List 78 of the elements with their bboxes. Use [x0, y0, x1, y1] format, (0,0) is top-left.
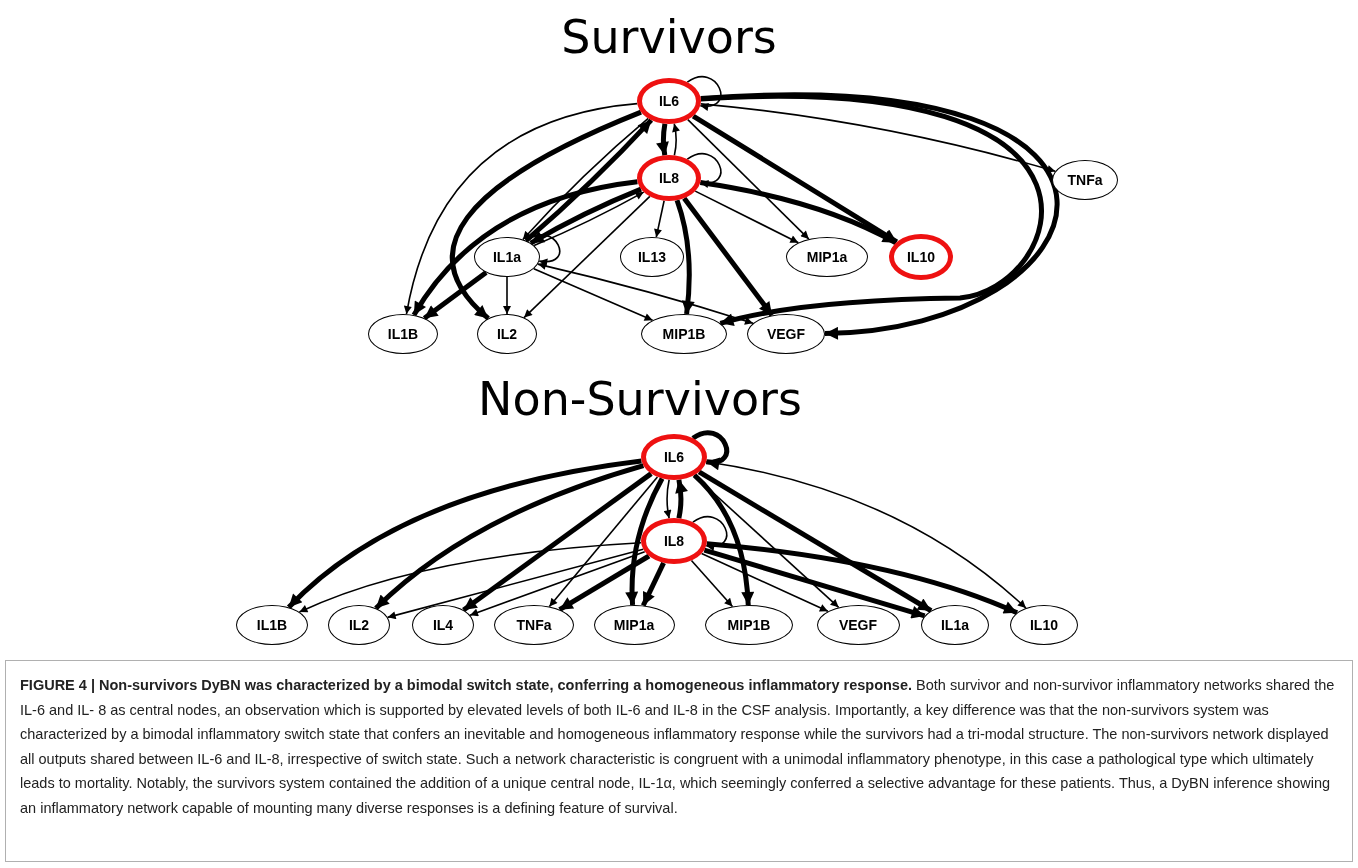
node-label: IL8: [658, 171, 680, 185]
node-label: IL2: [496, 327, 518, 341]
figure-caption: FIGURE 4 | Non-survivors DyBN was characterized by a bimodal switch state, conferring a homogeneous inflammatory response. Both survivor and non-survivor inflammatory networks shared the IL-6 and IL- 8 as central nodes, an observation which is supported by elevated levels of both IL-6 and IL-8 in the CSF analysis. Importantly, a key difference was that the non-survivors system was characterized by a bimodal inflammatory switch state that confers an inevitable and homogeneous inflammatory response while the survivors had a tri-modal structure. The non-survivors network displayed all outputs shared between IL-6 and IL-8, irrespective of switch state. Such a network characteristic is congruent with a unimodal inflammatory phenotype, in this case a pathological type which ultimately leads to mortality. Notably, the survivors system contained the addition of a unique central node, IL-1α, which seemingly conferred a selective advantage for these patients. Thus, a DyBN inference showing an inflammatory network capable of mounting many diverse responses is a defining feature of survival.: [20, 676, 1336, 818]
highlighted-node-ellipse: [637, 155, 701, 201]
arrow: [675, 479, 688, 519]
arrow: [699, 103, 1057, 173]
node-label: IL1B: [387, 327, 419, 341]
node-ellipse: [786, 237, 868, 277]
node-label: IL2: [348, 618, 370, 632]
arrow: [625, 477, 665, 606]
node-ellipse: [816, 605, 900, 645]
arrow: [672, 122, 680, 157]
arrow: [503, 276, 511, 315]
node-ellipse: [494, 605, 574, 645]
node-ellipse: [747, 314, 825, 354]
node-label: TNFa: [1067, 173, 1103, 187]
node-ellipse: [921, 605, 989, 645]
arrow: [422, 270, 488, 321]
arrow: [663, 478, 672, 520]
arrow: [469, 550, 646, 617]
arrow: [537, 262, 754, 325]
arrow: [298, 542, 642, 613]
arrow: [404, 102, 638, 315]
node-label: IL10: [1030, 618, 1058, 632]
node-ellipse: [412, 605, 474, 645]
arrow: [558, 553, 651, 612]
node-label: IL8: [663, 534, 685, 548]
node-label: VEGF: [766, 327, 806, 341]
arrow: [700, 552, 829, 613]
node-label: MIP1a: [806, 250, 848, 264]
node-label: IL1a: [941, 618, 969, 632]
arrow: [691, 430, 729, 469]
arrow: [287, 458, 642, 610]
highlighted-node-ellipse: [889, 234, 953, 280]
node-label: IL6: [663, 450, 685, 464]
arrow: [533, 267, 654, 322]
node-ellipse: [641, 314, 727, 354]
node-ellipse: [477, 314, 537, 354]
node-label: IL10: [907, 250, 935, 264]
node-label: MIP1B: [727, 618, 771, 632]
network-heading: Non-Survivors: [478, 376, 802, 422]
arrow: [686, 152, 722, 188]
node-label: TNFa: [516, 618, 552, 632]
arrow: [654, 199, 665, 238]
node-label: IL1a: [493, 250, 521, 264]
arrow: [694, 190, 800, 244]
node-label: IL4: [432, 618, 454, 632]
arrow: [656, 123, 670, 156]
arrow: [386, 548, 644, 620]
node-label: IL1B: [256, 618, 288, 632]
arrow: [450, 109, 642, 321]
arrow: [462, 471, 653, 613]
arrow: [692, 515, 728, 551]
node-label: MIP1a: [613, 618, 655, 632]
node-label: IL13: [638, 250, 666, 264]
arrow: [674, 199, 695, 315]
arrow: [697, 469, 933, 613]
node-ellipse: [368, 314, 438, 354]
node-label: IL6: [658, 94, 680, 108]
node-ellipse: [1010, 605, 1078, 645]
node-ellipse: [474, 237, 540, 277]
arrow: [686, 75, 722, 111]
network-heading: Survivors: [561, 14, 777, 60]
node-ellipse: [328, 605, 390, 645]
highlighted-node-ellipse: [637, 78, 701, 124]
highlighted-node-ellipse: [641, 434, 707, 480]
node-label: MIP1B: [662, 327, 706, 341]
node-ellipse: [620, 237, 684, 277]
arrow: [525, 234, 561, 266]
highlighted-node-ellipse: [641, 518, 707, 564]
node-ellipse: [236, 605, 308, 645]
arrow: [687, 118, 810, 240]
node-label: VEGF: [838, 618, 878, 632]
arrow: [703, 547, 926, 619]
arrow: [523, 195, 651, 319]
arrow: [706, 541, 1018, 616]
node-ellipse: [1052, 160, 1118, 200]
arrow: [692, 473, 754, 606]
